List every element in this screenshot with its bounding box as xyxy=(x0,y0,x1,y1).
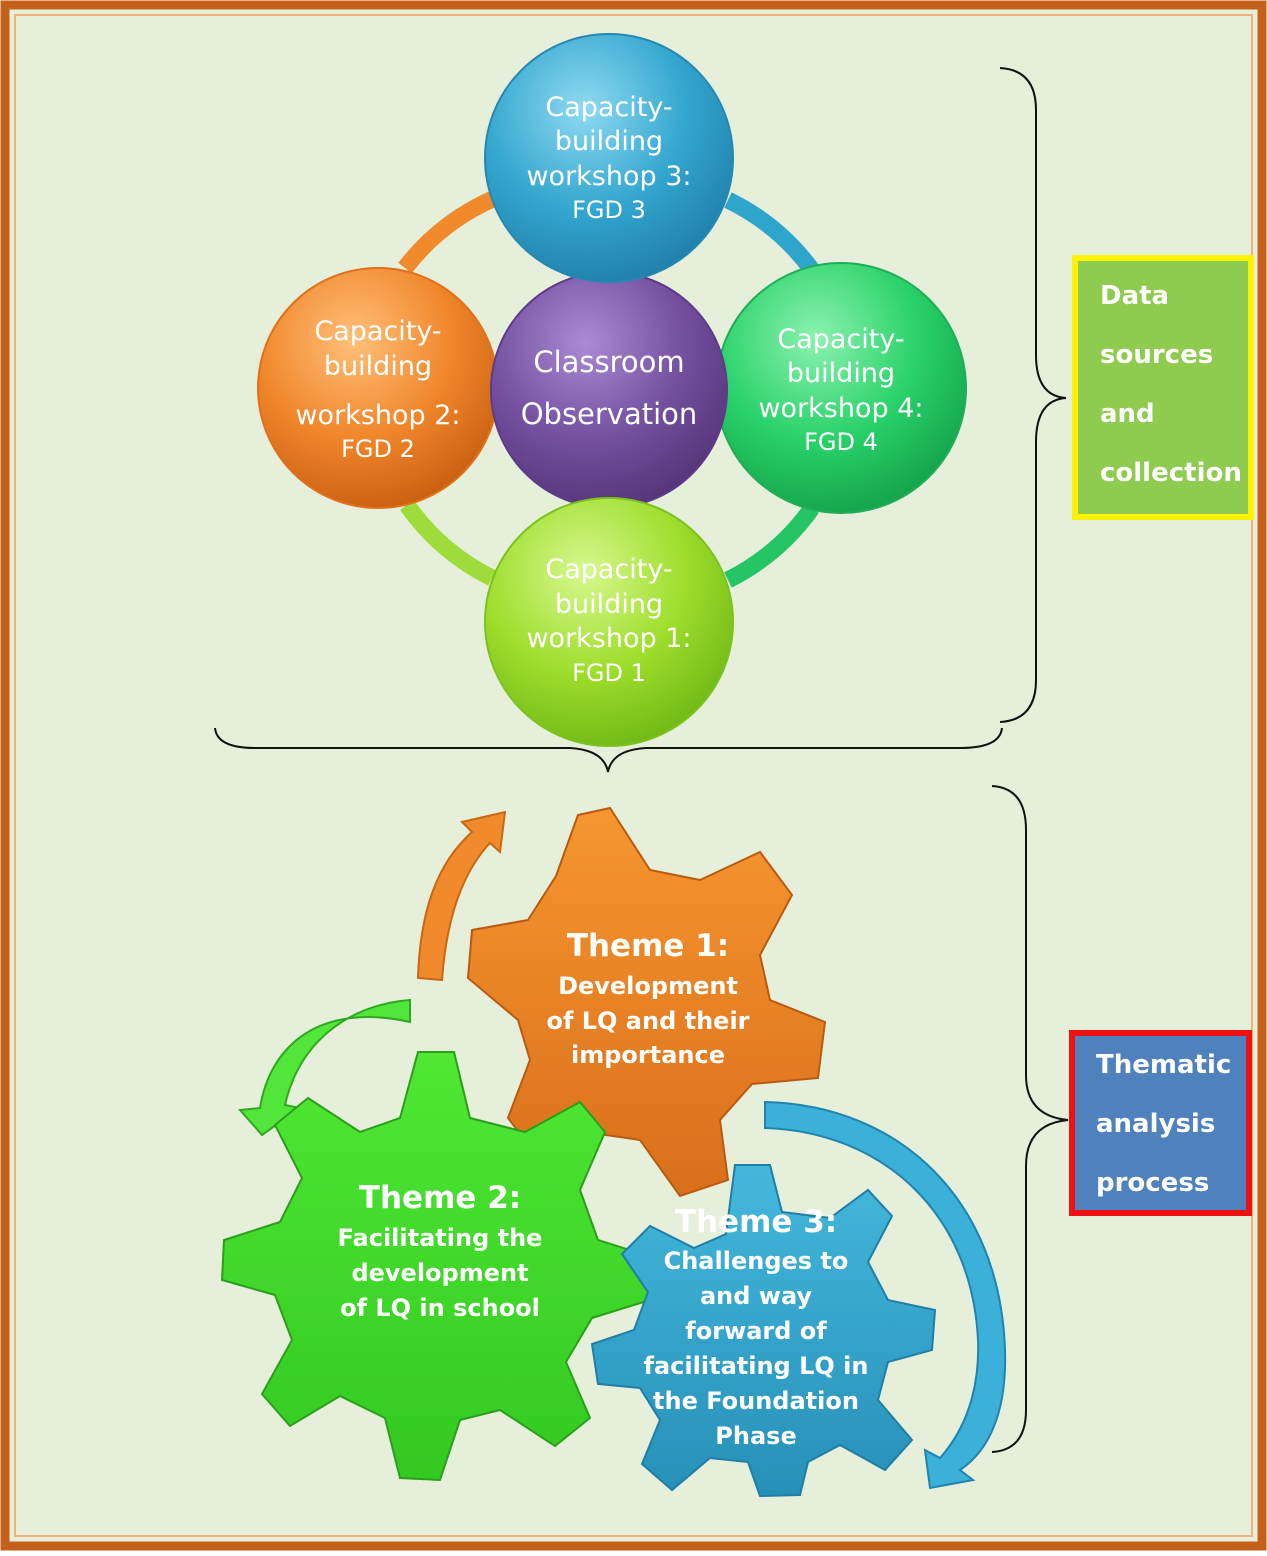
workshop2-line2: building xyxy=(324,351,432,382)
gear-theme-2 xyxy=(220,1051,657,1482)
circle-workshop-3 xyxy=(484,33,734,283)
theme3-line4: facilitating LQ in xyxy=(644,1352,869,1380)
classroom-line1: Classroom xyxy=(533,345,684,379)
workshop1-line1: Capacity- xyxy=(545,554,672,585)
circle-classroom-observation xyxy=(490,271,728,509)
frame-inner-border xyxy=(14,14,1253,1537)
arrow-orange xyxy=(416,810,507,982)
workshop1-line3: workshop 1: xyxy=(526,623,691,654)
theme3-line1: Challenges to xyxy=(664,1247,849,1275)
theme1-line2: of LQ and their xyxy=(546,1007,749,1035)
theme1-line1: Development xyxy=(558,972,738,1000)
ring-segment-orange xyxy=(398,190,499,274)
workshop4-line3: workshop 4: xyxy=(758,393,923,424)
theme2-line2: development xyxy=(351,1259,528,1287)
theme2-line3: of LQ in school xyxy=(340,1294,540,1322)
ring-segment-lime xyxy=(400,500,496,586)
workshop2-line4: FGD 2 xyxy=(341,435,415,463)
workshop1-line4: FGD 1 xyxy=(572,659,646,687)
workshop2-line3: workshop 2: xyxy=(295,400,460,431)
theme3-line3: forward of xyxy=(685,1317,827,1345)
data-sources-line4: collection xyxy=(1100,458,1242,488)
theme2-line1: Facilitating the xyxy=(338,1224,543,1252)
theme2-title: Theme 2: xyxy=(359,1180,521,1216)
workshop1-line2: building xyxy=(555,589,663,620)
workshop3-line3: workshop 3: xyxy=(526,161,691,192)
brace-right-thematic xyxy=(991,785,1069,1453)
gear-theme-3 xyxy=(590,1164,937,1498)
data-sources-line1: Data xyxy=(1100,281,1170,311)
brace-bottom-data xyxy=(214,727,1003,773)
classroom-line2: Observation xyxy=(521,397,698,431)
theme3-line5: the Foundation xyxy=(653,1387,859,1415)
thematic-line1: Thematic xyxy=(1096,1050,1232,1080)
ring-segment-emerald xyxy=(724,502,819,588)
workshop4-line1: Capacity- xyxy=(777,324,904,355)
theme1-line3: importance xyxy=(571,1041,725,1069)
arrow-green xyxy=(237,998,411,1137)
theme1-title: Theme 1: xyxy=(567,928,729,964)
thematic-line2: analysis xyxy=(1096,1109,1216,1139)
workshop3-line4: FGD 3 xyxy=(572,196,646,224)
workshop4-line4: FGD 4 xyxy=(804,428,878,456)
theme3-line2: and way xyxy=(700,1282,812,1310)
arrow-blue xyxy=(764,1100,1007,1490)
workshop4-line2: building xyxy=(787,358,895,389)
thematic-analysis-label: Thematic analysis process xyxy=(1069,1030,1252,1216)
theme3-line6: Phase xyxy=(715,1422,796,1450)
workshop3-line1: Capacity- xyxy=(545,92,672,123)
circle-workshop-1 xyxy=(484,497,734,747)
gear-theme-1 xyxy=(466,806,827,1198)
brace-right-data-sources xyxy=(999,67,1067,723)
circle-workshop-2 xyxy=(257,267,499,509)
theme3-title: Theme 3: xyxy=(675,1204,837,1240)
thematic-line3: process xyxy=(1096,1168,1210,1198)
ring-segment-blue xyxy=(724,192,819,276)
data-sources-label: Data sources and collection xyxy=(1072,255,1254,520)
workshop3-line2: building xyxy=(555,126,663,157)
data-sources-line2: sources xyxy=(1100,340,1214,370)
workshop2-line1: Capacity- xyxy=(314,316,441,347)
data-sources-line3: and xyxy=(1100,399,1155,429)
